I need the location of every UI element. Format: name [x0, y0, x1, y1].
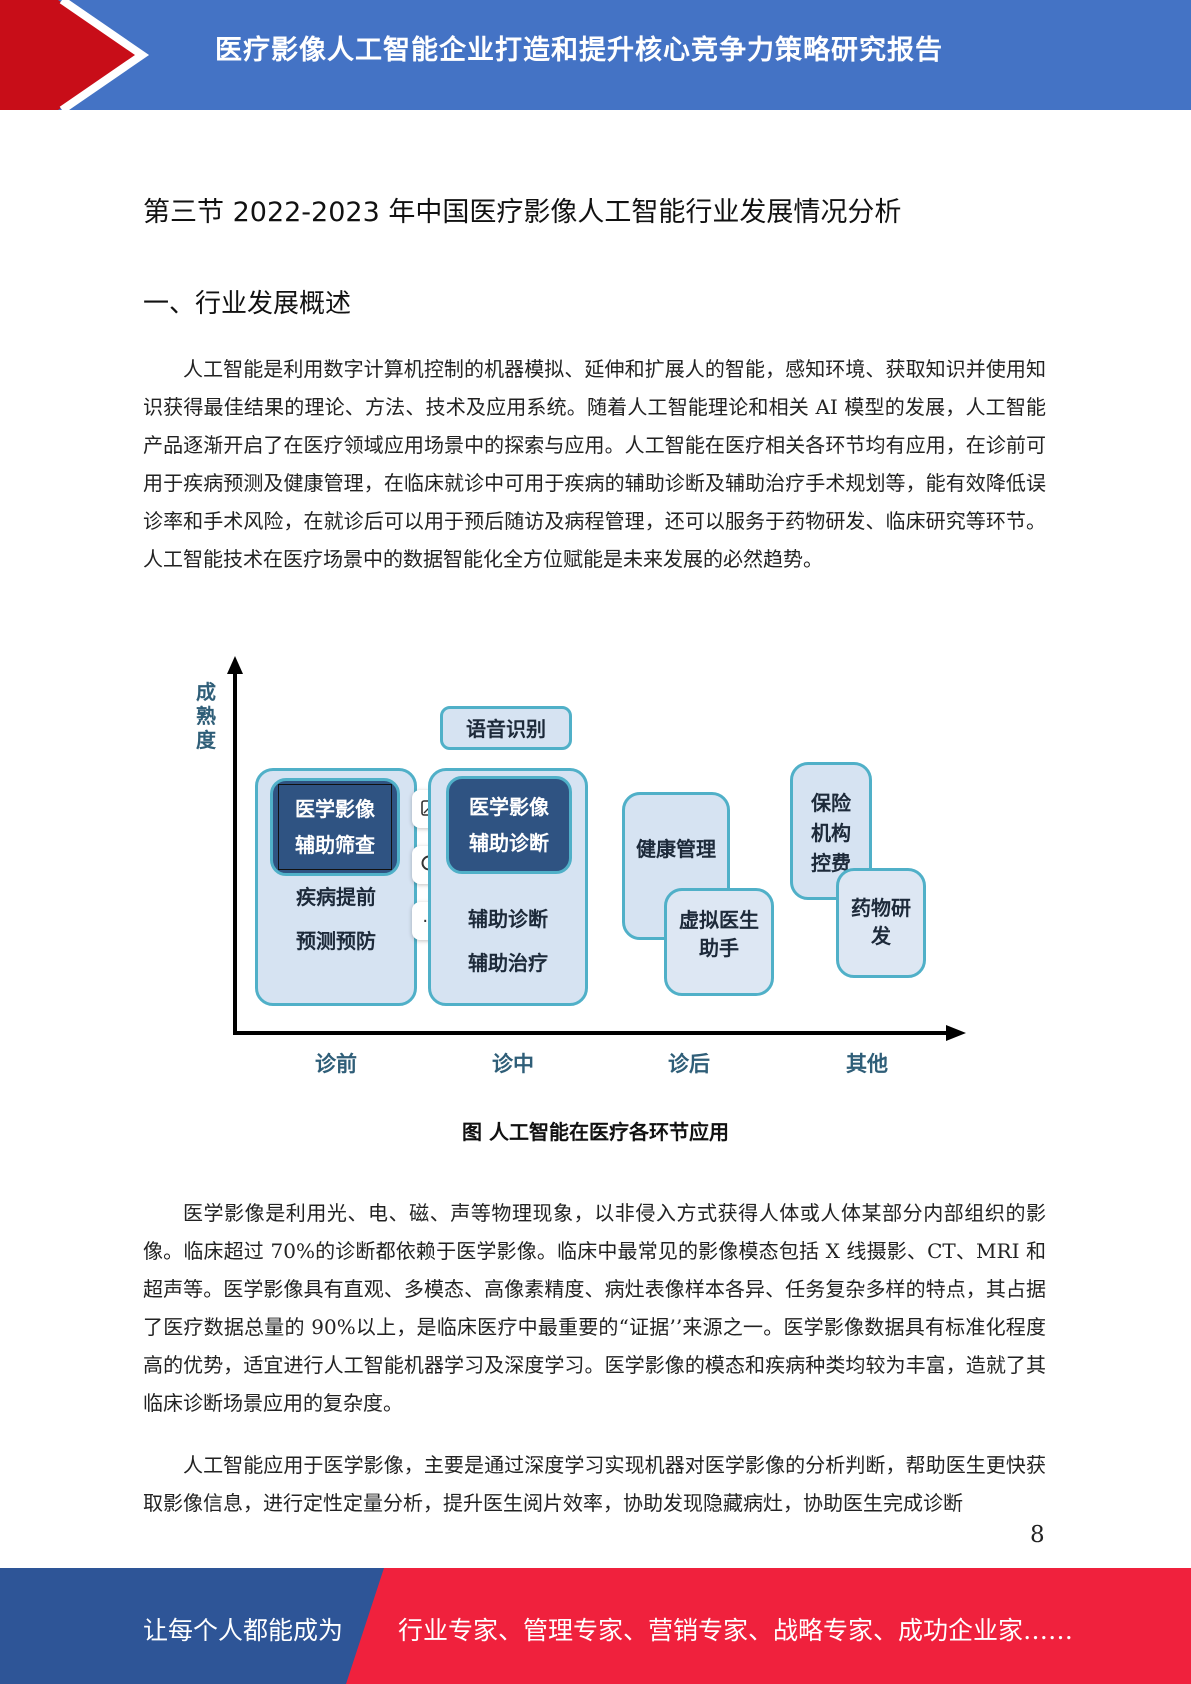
footer-background [0, 1568, 384, 1684]
label-insurance-2: 机构 [811, 821, 851, 845]
inner-box-screening: 医学影像 辅助筛查 [270, 778, 400, 876]
label-disease-prediction-1: 疾病提前 [296, 885, 376, 909]
paragraph-2: 医学影像是利用光、电、磁、声等物理现象，以非侵入方式获得人体或人体某部分内部组织… [143, 1201, 1046, 1415]
figure-axes [227, 656, 966, 1041]
selection-frame [278, 784, 392, 870]
inner-label-line-2: 辅助诊断 [469, 831, 549, 855]
x-label-during: 诊中 [492, 1052, 534, 1076]
inner-label-line-1: 医学影像 [469, 795, 549, 819]
section-title: 第三节 2022-2023 年中国医疗影像人工智能行业发展情况分析 [143, 197, 902, 228]
x-label-pre: 诊前 [315, 1052, 357, 1076]
box-drug-rd [836, 868, 926, 978]
box-speech-recognition [440, 706, 572, 750]
inner-label-line-2: 辅助筛查 [295, 833, 375, 857]
label-disease-prediction-2: 预测预防 [296, 929, 376, 953]
figure-ai-medical-stages: 成熟度 医学影像 辅助筛查 疾病提前 预测预防 ··· 语音识别 医学影像 辅助… [180, 650, 980, 1090]
x-label-post: 诊后 [668, 1052, 710, 1076]
label-virtual-doctor-2: 助手 [699, 936, 739, 960]
label-drug-rd-1: 药物研 [851, 896, 911, 920]
label-speech-recognition: 语音识别 [466, 717, 546, 741]
page-footer: 让每个人都能成为 行业专家、管理专家、营销专家、战略专家、成功企业家…… [0, 1568, 1191, 1684]
box-insurance [790, 762, 872, 900]
paragraph-1: 人工智能是利用数字计算机控制的机器模拟、延伸和扩展人的智能，感知环境、获取知识并… [143, 357, 1046, 571]
box-virtual-doctor [664, 888, 774, 996]
inner-box-diagnosis: 医学影像 辅助诊断 [446, 776, 572, 874]
figure-caption: 图 人工智能在医疗各环节应用 [462, 1120, 729, 1144]
footer-slogan-left: 让每个人都能成为 [143, 1616, 344, 1645]
sub-title: 一、行业发展概述 [143, 289, 352, 319]
label-virtual-doctor-1: 虚拟医生 [679, 908, 759, 932]
footer-slogan-right: 行业专家、管理专家、营销专家、战略专家、成功企业家…… [398, 1616, 1074, 1645]
y-axis-label: 成熟度 [196, 680, 216, 752]
inner-label-line-1: 医学影像 [295, 797, 375, 821]
header-chevron-icon [0, 0, 150, 110]
x-label-other: 其他 [846, 1052, 888, 1076]
label-drug-rd-2: 发 [871, 924, 891, 948]
label-assist-treatment: 辅助治疗 [468, 951, 548, 975]
page-header: 医疗影像人工智能企业打造和提升核心竞争力策略研究报告 [0, 0, 1191, 110]
page-number: 8 [1030, 1522, 1045, 1548]
label-assist-diagnosis: 辅助诊断 [468, 907, 548, 931]
label-insurance-1: 保险 [811, 791, 851, 815]
header-title: 医疗影像人工智能企业打造和提升核心竞争力策略研究报告 [215, 35, 943, 66]
paragraph-3: 人工智能应用于医学影像，主要是通过深度学习实现机器对医学影像的分析判断，帮助医生… [143, 1453, 1046, 1515]
label-health-management: 健康管理 [636, 837, 716, 861]
